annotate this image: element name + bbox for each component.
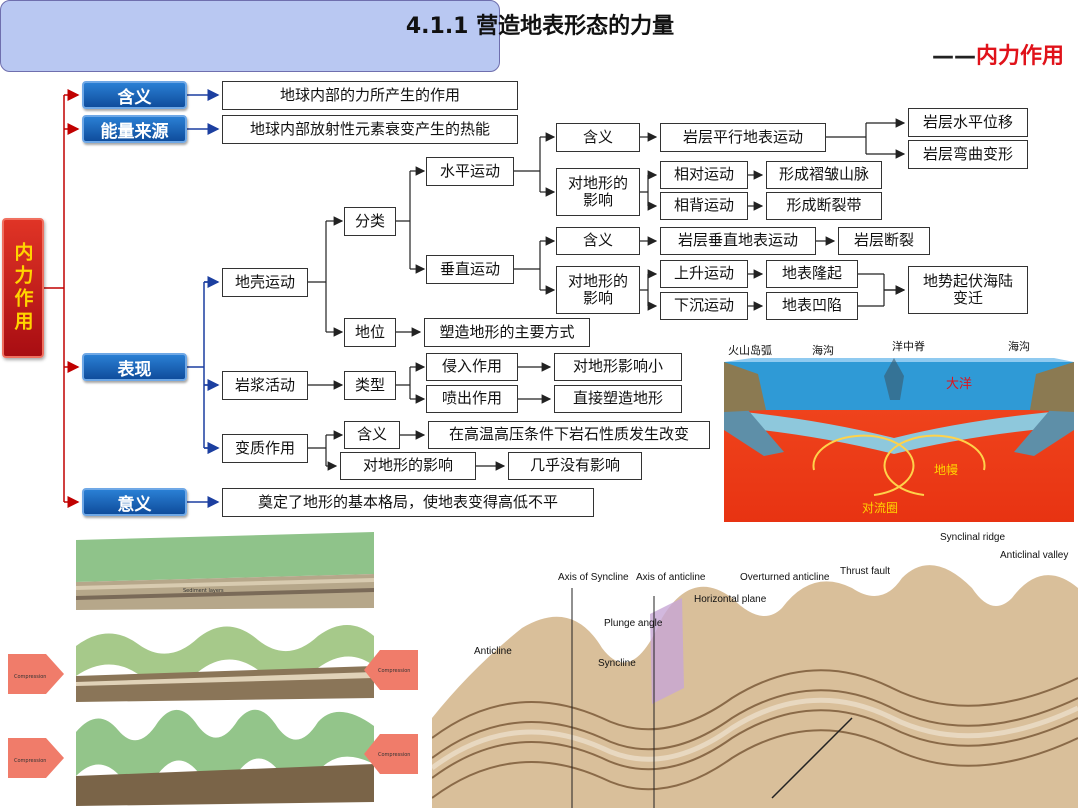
m-effect-result: 几乎没有影响 <box>508 452 642 480</box>
node-vertical-movement: 垂直运动 <box>426 255 514 284</box>
energy-definition: 地球内部放射性元素衰变产生的热能 <box>222 115 518 144</box>
node-m-meaning: 含义 <box>344 421 400 449</box>
label-thrust-fault: Thrust fault <box>840 566 890 577</box>
significance-definition: 奠定了地形的基本格局，使地表变得高低不平 <box>222 488 594 517</box>
meaning-definition: 地球内部的力所产生的作用 <box>222 81 518 110</box>
label-synclinal-ridge: Synclinal ridge <box>940 532 1005 543</box>
label-axis-syncline: Axis of Syncline <box>558 572 629 583</box>
label-sediment-layers: Sediment layers <box>183 588 224 594</box>
fold-structure-diagram: Axis of Syncline Axis of anticline Horiz… <box>432 528 1078 808</box>
node-relative-movement: 相对运动 <box>660 161 748 189</box>
plate-tectonics-diagram: 火山岛弧 海沟 洋中脊 海沟 大洋 地幔 对流圈 <box>724 340 1074 522</box>
label-mantle: 地幔 <box>934 462 958 477</box>
fold-mountain-result: 形成褶皱山脉 <box>766 161 882 189</box>
m-meaning-definition: 在高温高压条件下岩石性质发生改变 <box>428 421 710 449</box>
node-v-effect: 对地形的影响 <box>556 266 640 314</box>
v-meaning-result: 岩层断裂 <box>838 227 930 255</box>
label-compression-4: Compression <box>378 752 410 758</box>
node-uplift: 上升运动 <box>660 260 748 288</box>
intrusion-result: 对地形影响小 <box>554 353 682 381</box>
node-significance: 意义 <box>82 488 187 516</box>
label-syncline: Syncline <box>598 658 636 669</box>
eruption-result: 直接塑造地形 <box>554 385 682 413</box>
label-ocean: 大洋 <box>946 377 972 392</box>
node-energy-source: 能量来源 <box>82 115 187 143</box>
node-v-meaning: 含义 <box>556 227 640 255</box>
h-result-bending: 岩层弯曲变形 <box>908 140 1028 169</box>
node-intrusion: 侵入作用 <box>426 353 518 381</box>
node-magma-activity: 岩浆活动 <box>222 371 308 400</box>
label-overturned-anticline: Overturned anticline <box>740 572 830 583</box>
node-meaning: 含义 <box>82 81 187 109</box>
fold-block-diagrams: Sediment layers Compression Compression … <box>8 526 418 806</box>
label-anticline: Anticline <box>474 646 512 657</box>
node-eruption: 喷出作用 <box>426 385 518 413</box>
label-compression-2: Compression <box>378 668 410 674</box>
node-crust-movement: 地壳运动 <box>222 268 308 297</box>
v-meaning-definition: 岩层垂直地表运动 <box>660 227 816 255</box>
node-h-meaning: 含义 <box>556 123 640 152</box>
label-axis-anticline: Axis of anticline <box>636 572 706 583</box>
node-status: 地位 <box>344 318 396 347</box>
label-horizontal-plane: Horizontal plane <box>694 594 767 605</box>
node-opposite-movement: 相背运动 <box>660 192 748 220</box>
node-manifestation: 表现 <box>82 353 187 381</box>
h-result-displacement: 岩层水平位移 <box>908 108 1028 137</box>
label-trench-right: 海沟 <box>1008 340 1030 353</box>
node-classification: 分类 <box>344 207 396 236</box>
label-compression-3: Compression <box>14 758 46 764</box>
fault-zone-result: 形成断裂带 <box>766 192 882 220</box>
uplift-result: 地表隆起 <box>766 260 858 288</box>
root-node-internal-force: 内力作用 <box>2 218 44 358</box>
label-mid-ocean-ridge: 洋中脊 <box>892 340 925 353</box>
h-meaning-definition: 岩层平行地表运动 <box>660 123 826 152</box>
node-horizontal-movement: 水平运动 <box>426 157 514 186</box>
label-trench-left: 海沟 <box>812 343 834 357</box>
node-subsidence: 下沉运动 <box>660 292 748 320</box>
node-m-effect: 对地形的影响 <box>340 452 476 480</box>
node-type: 类型 <box>344 371 396 400</box>
status-definition: 塑造地形的主要方式 <box>424 318 590 347</box>
label-compression-1: Compression <box>14 674 46 680</box>
label-volcanic-arc: 火山岛弧 <box>728 343 772 357</box>
label-convection: 对流圈 <box>862 501 898 515</box>
subsidence-result: 地表凹陷 <box>766 292 858 320</box>
node-h-effect: 对地形的影响 <box>556 168 640 216</box>
label-anticlinal-valley: Anticlinal valley <box>1000 550 1068 561</box>
label-plunge-angle: Plunge angle <box>604 618 663 629</box>
node-metamorphism: 变质作用 <box>222 434 308 463</box>
relief-sea-land-change: 地势起伏海陆变迁 <box>908 266 1028 314</box>
